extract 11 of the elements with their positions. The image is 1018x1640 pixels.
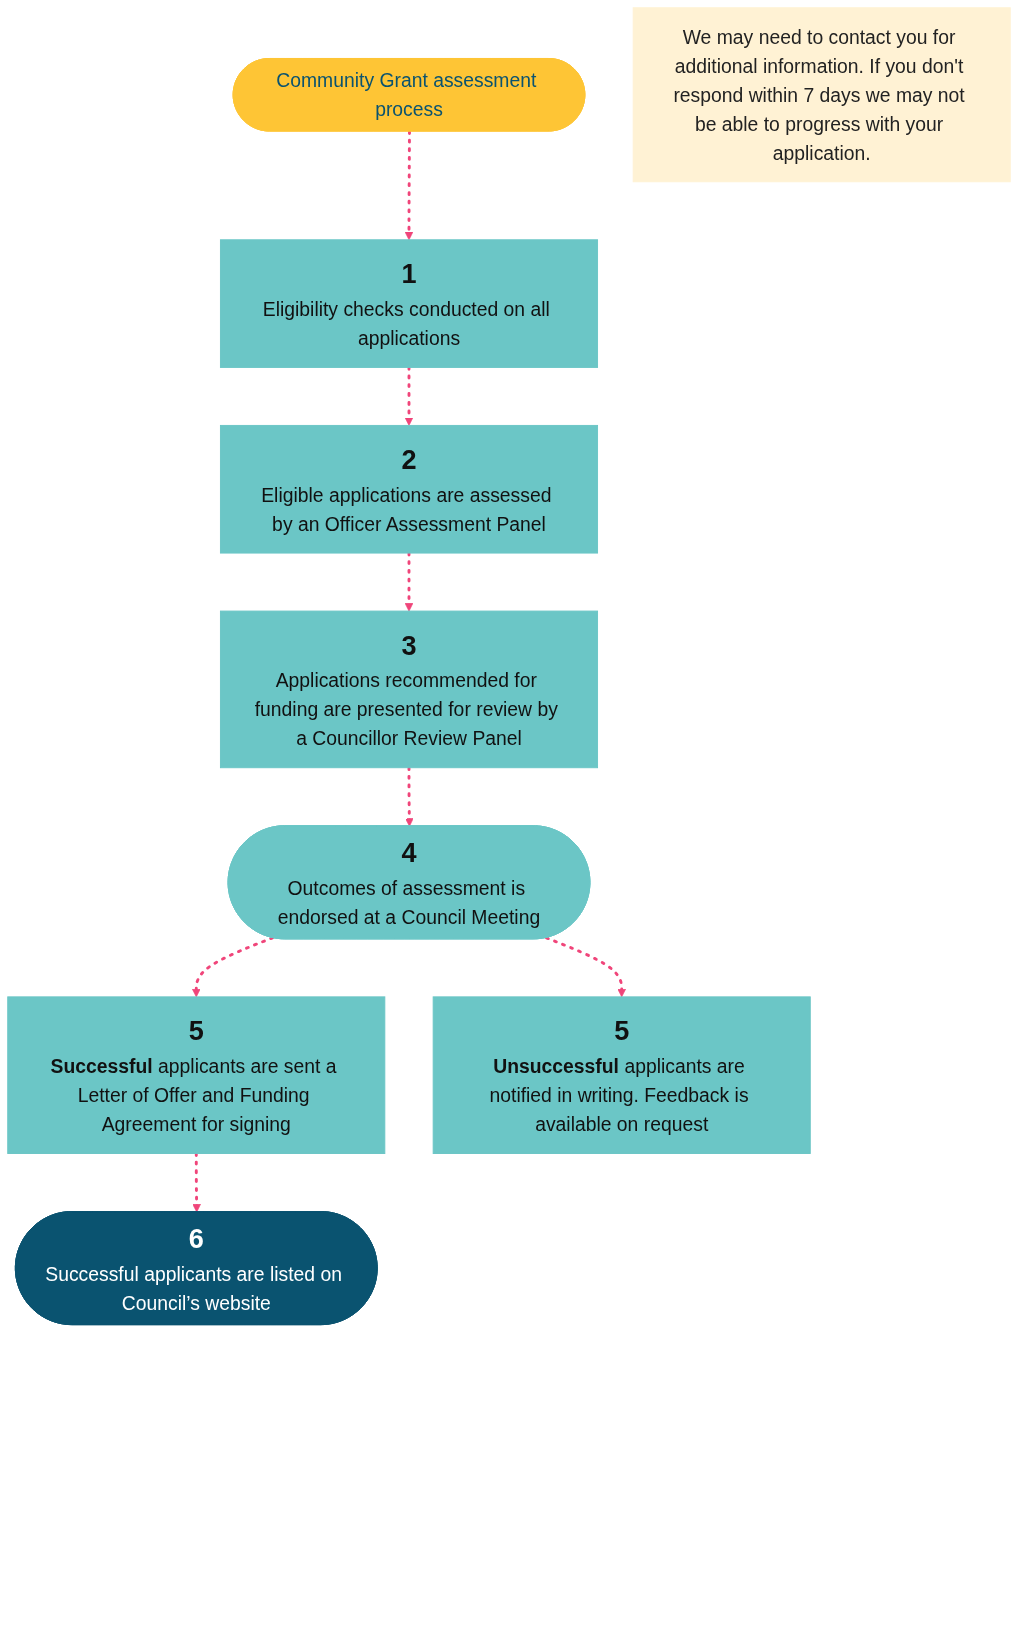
node-box: 5 Unsuccessful applicants are notified in writing. Feedback is available on request <box>432 996 811 1154</box>
arrow <box>192 936 274 998</box>
node-box: 2 Eligible applications are assessed by an Officer Assessment Panel <box>219 424 599 554</box>
arrow <box>404 130 414 241</box>
node-box: 3 Applications recommended for funding are presented for review by a Councillor Review Panel <box>219 610 599 769</box>
node-box: 5 Successful applicants are sent a Letter of Offer and Funding Agreement for signing <box>7 996 386 1154</box>
arrow <box>545 936 626 998</box>
node-box: 1 Eligibility checks conducted on all applications <box>219 239 599 368</box>
node-box: We may need to contact you for additional information. If you don't respond within 7 days we may not be able to progress with your application. <box>632 7 1011 183</box>
arrow <box>405 766 414 827</box>
arrow <box>192 1152 201 1213</box>
